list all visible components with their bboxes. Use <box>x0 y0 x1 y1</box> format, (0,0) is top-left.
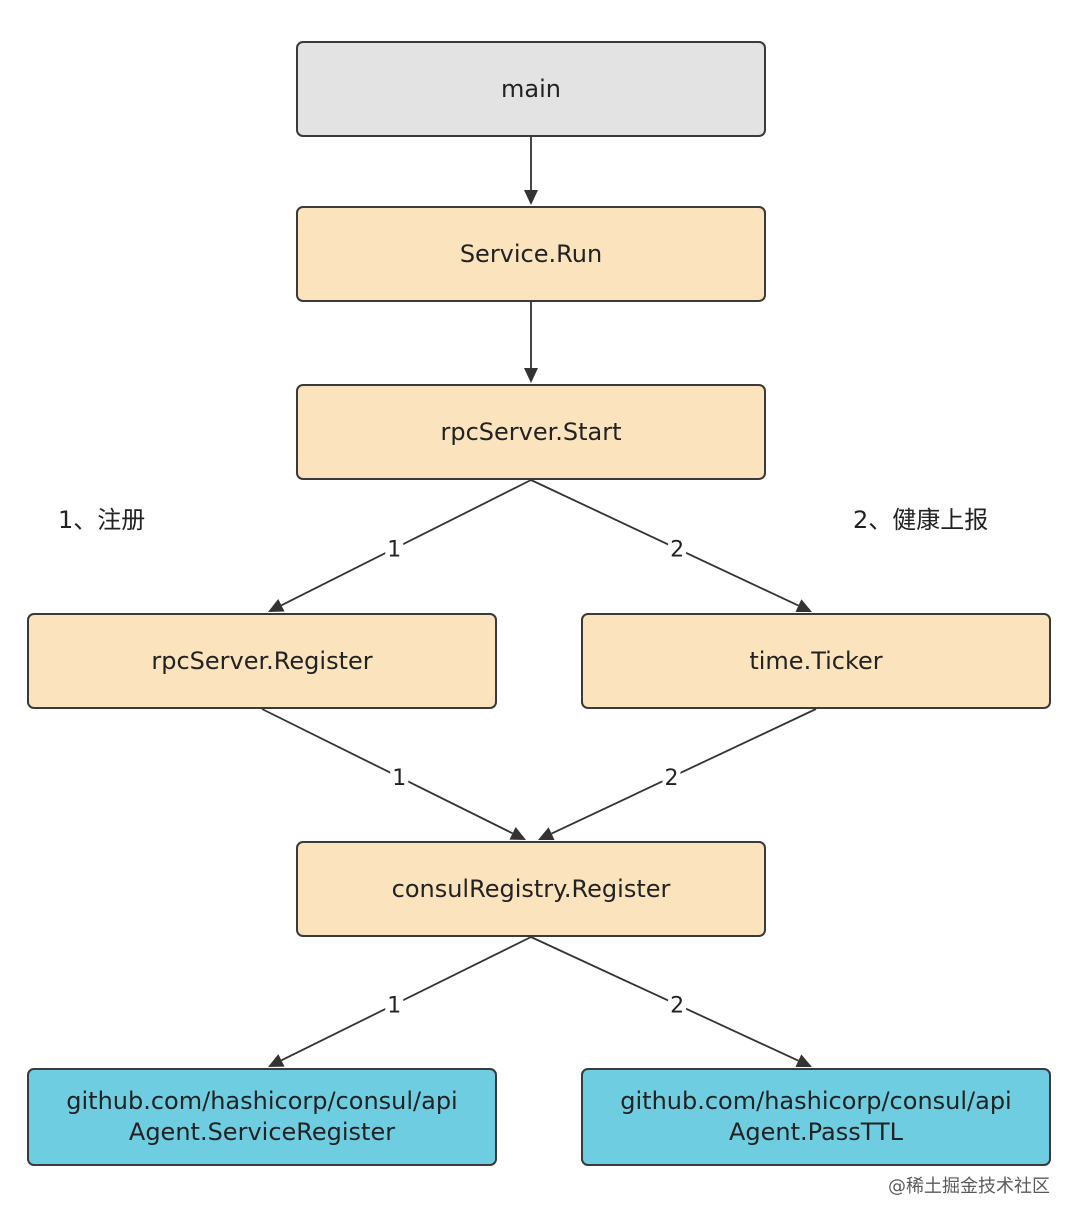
arrowhead <box>268 1054 285 1067</box>
edge-label: 1 <box>387 994 401 1019</box>
node-label: rpcServer.Start <box>440 417 622 446</box>
arrowhead <box>795 1054 812 1068</box>
node-label: github.com/hashicorp/consul/api <box>66 1087 458 1115</box>
node-label: Agent.ServiceRegister <box>128 1118 396 1146</box>
edge-label: 2 <box>670 538 684 563</box>
watermark: @稀土掘金技术社区 <box>888 1176 1050 1197</box>
edge-consulregistry-register-to-agent-passttl <box>530 936 799 1062</box>
node-label: rpcServer.Register <box>151 646 373 675</box>
edge-label: 2 <box>664 766 678 791</box>
edge-label-bg <box>390 763 409 792</box>
edge-label: 1 <box>387 538 401 563</box>
edge-label-bg <box>385 534 404 563</box>
edge-time-ticker-to-consulregistry-register <box>551 708 817 835</box>
node-rpcserver-start: rpcServer.Start <box>296 384 766 480</box>
edge-label-bg <box>385 990 404 1019</box>
node-label: Agent.PassTTL <box>728 1118 904 1146</box>
annotation-register: 1、注册 <box>58 506 146 534</box>
node-service-run: Service.Run <box>296 206 766 302</box>
arrowhead <box>524 190 538 205</box>
arrowhead <box>538 827 555 840</box>
edge-label-bg <box>668 990 687 1019</box>
arrowhead <box>524 368 538 383</box>
edge-rpcserver-start-to-time-ticker <box>530 479 799 607</box>
edge-label-bg <box>668 534 687 563</box>
node-rpcserver-register: rpcServer.Register <box>27 613 497 709</box>
node-label: consulRegistry.Register <box>391 874 671 903</box>
edge-label-bg <box>662 763 681 792</box>
node-time-ticker: time.Ticker <box>581 613 1051 709</box>
edge-label: 1 <box>392 766 406 791</box>
edge-rpcserver-start-to-rpcserver-register <box>281 479 532 607</box>
node-label: Service.Run <box>459 239 603 268</box>
arrowhead <box>795 599 812 612</box>
node-label: github.com/hashicorp/consul/api <box>620 1087 1012 1115</box>
arrowhead <box>268 599 285 612</box>
node-label: time.Ticker <box>749 646 883 675</box>
node-consulregistry-register: consulRegistry.Register <box>296 841 766 937</box>
node-label: main <box>501 74 561 103</box>
node-main: main <box>296 41 766 137</box>
edge-label: 2 <box>670 994 684 1019</box>
annotation-health-report: 2、健康上报 <box>853 506 989 534</box>
arrowhead <box>509 827 526 840</box>
edge-consulregistry-register-to-agent-serviceregister <box>281 936 532 1062</box>
edge-rpcserver-register-to-consulregistry-register <box>261 708 513 835</box>
